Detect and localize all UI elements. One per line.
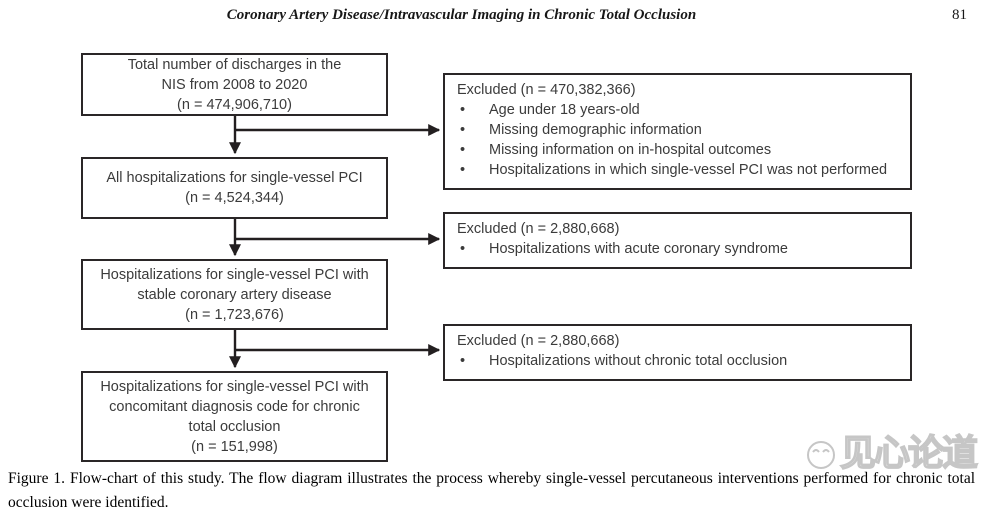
bullet-icon <box>460 239 489 259</box>
bullet-icon <box>460 160 489 180</box>
figure-caption: Figure 1. Flow-chart of this study. The … <box>8 470 975 511</box>
excluded-box-3: Excluded (n = 2,880,668) Hospitalization… <box>443 324 912 381</box>
excluded-box-title: Excluded (n = 470,382,366) <box>457 82 636 98</box>
bullet-icon <box>460 140 489 160</box>
list-item: Missing information on in-hospital outco… <box>457 140 902 160</box>
bullet-text: Missing information on in-hospital outco… <box>489 142 772 158</box>
page-number: 81 <box>952 7 967 23</box>
list-item: Hospitalizations without chronic total o… <box>457 351 902 371</box>
flow-box-total-discharges: Total number of discharges in the NIS fr… <box>81 53 388 116</box>
bullet-icon <box>460 100 489 120</box>
bullet-text: Missing demographic information <box>489 122 702 138</box>
excluded-box-title: Excluded (n = 2,880,668) <box>457 221 620 237</box>
list-item: Hospitalizations in which single-vessel … <box>457 160 902 180</box>
bullet-text: Hospitalizations with acute coronary syn… <box>489 241 788 257</box>
list-item: Hospitalizations with acute coronary syn… <box>457 239 902 259</box>
running-head: Coronary Artery Disease/Intravascular Im… <box>226 7 697 23</box>
flow-box-chronic-total-occlusion: Hospitalizations for single-vessel PCI w… <box>81 371 388 462</box>
flow-box-single-vessel-pci: All hospitalizations for single-vessel P… <box>81 157 388 219</box>
list-item: Age under 18 years-old <box>457 100 902 120</box>
bullet-icon <box>460 120 489 140</box>
list-item: Missing demographic information <box>457 120 902 140</box>
bullet-text: Hospitalizations without chronic total o… <box>489 353 788 369</box>
excluded-box-title: Excluded (n = 2,880,668) <box>457 333 620 349</box>
bullet-text: Hospitalizations in which single-vessel … <box>489 162 888 178</box>
bullet-text: Age under 18 years-old <box>489 102 640 118</box>
excluded-box-2: Excluded (n = 2,880,668) Hospitalization… <box>443 212 912 269</box>
excluded-box-1: Excluded (n = 470,382,366) Age under 18 … <box>443 73 912 190</box>
bullet-icon <box>460 351 489 371</box>
flow-box-stable-cad: Hospitalizations for single-vessel PCI w… <box>81 259 388 330</box>
